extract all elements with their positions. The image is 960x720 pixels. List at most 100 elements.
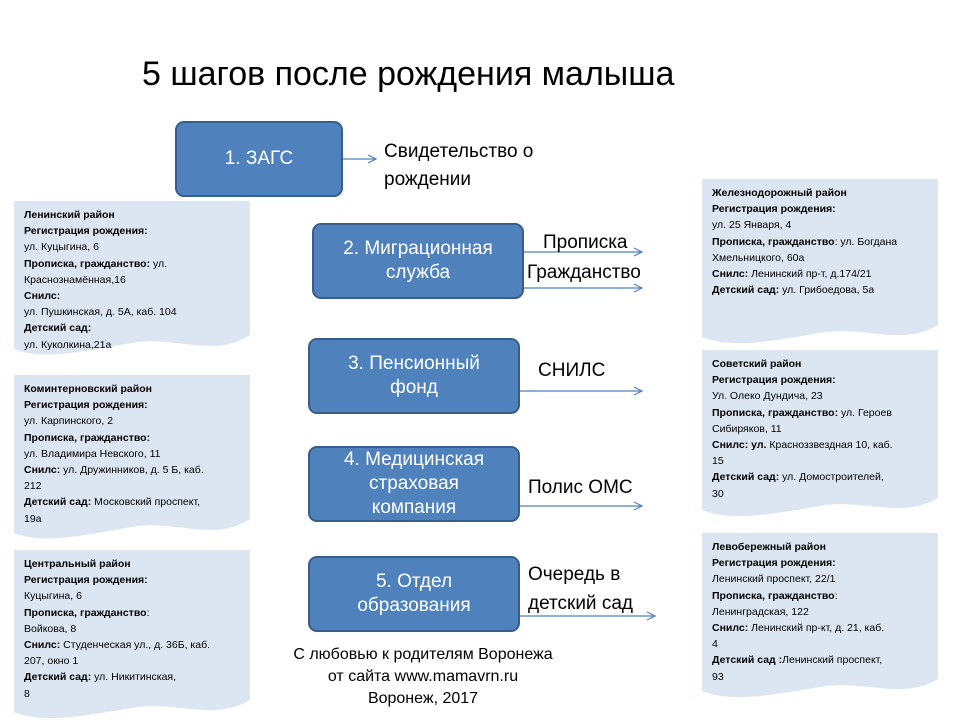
district-note-line: 4 [712,636,932,652]
note-label: Снилс: [24,639,61,652]
district-note-line: Снилс: Студенческая ул., д. 36Б, каб. [24,637,244,653]
district-note-line: 212 [24,478,244,494]
district-note-line: Регистрация рождения: [712,372,932,388]
district-note-line: Регистрация рождения: [24,572,244,588]
note-label: Детский сад: [24,496,92,509]
note-value: Войкова, 8 [24,622,77,635]
note-label: Железнодорожный район [712,187,847,199]
note-value: ул. [150,257,168,270]
district-note-line: Прописка, гражданство: ул. Героев [712,405,932,421]
district-note-line: ул. Пушкинская, д. 5А, каб. 104 [24,304,244,320]
note-value: Ленинский проспект, [782,654,883,667]
arrow-zags-line [343,154,378,164]
arrow-snils-line [520,386,644,396]
note-label: Ленинский район [24,209,115,221]
district-note-line: Снилс: Ленинский пр-т, д.174/21 [712,266,932,282]
note-shape [14,201,250,355]
result-kindergarten-queue: Очередь в детский сад [528,564,633,614]
district-note-line: ул. Карпинского, 2 [24,413,244,429]
district-note-line: Снилс: ул. Красноззвездная 10, каб. [712,437,932,453]
note-value: ул. Никитинская, [91,671,177,684]
note-shape [702,179,938,344]
step-medical-insurance[interactable]: 4. Медицинская страховая компания [308,446,520,522]
district-note-line: ул. Куцыгина, 6 [24,239,244,255]
note-label: Снилс: [712,622,749,635]
district-note-line: Левобережный район [712,539,932,555]
note-value: Красноззвездная 10, каб. [766,439,893,452]
note-value: ул. Карпинского, 2 [24,415,114,428]
footer-line-site: от сайта www.mamavrn.ru [327,668,519,685]
note-value: Куцыгина, 6 [24,590,82,603]
note-label: Регистрация рождения: [712,557,836,570]
district-note-line: Регистрация рождения: [24,223,244,239]
district-note-line: Регистрация рождения: [24,397,244,413]
district-note-line: Ул. Олеко Дундича, 23 [712,388,932,404]
note-value: Сибиряков, 11 [712,422,782,435]
district-note-line: 8 [24,686,244,702]
note-value: Ленинградская, 122 [712,605,809,618]
district-note-line: Ленинский проспект, 22/1 [712,571,932,587]
step-zags-label: 1. ЗАГС [224,148,294,169]
district-note-line: Коминтерновский район [24,381,244,397]
district-note-line: Прописка, гражданство: ул. Богдана [712,234,932,250]
note-value: ул. Куколкина,21а [24,338,112,351]
note-label: Прописка, гражданство [712,589,835,602]
footer-credits: С любовью к родителям Воронежа от сайта … [268,644,578,710]
district-note-line: Прописка, гражданство: [24,430,244,446]
district-note-line: Детский сад: [24,320,244,336]
result-birth-certificate: Свидетельство о рождении [384,141,534,190]
note-label: Детский сад: [24,671,92,684]
page-title: 5 шагов после рождения малыша [142,55,675,93]
note-value: Краснознамённая,16 [24,273,126,286]
arrow-oms-line [520,501,644,511]
note-value: Студенческая ул., д. 36Б, каб. [60,639,211,652]
note-shape [702,350,938,517]
district-note-line: Ленинградская, 122 [712,604,932,620]
note-value: 19а [24,512,42,525]
note-label: Детский сад: [24,322,92,335]
note-value: 4 [712,638,718,651]
step-education-department-label: 5. Отдел образования [357,571,471,616]
note-label: Регистрация рождения: [24,574,148,587]
note-value: ул. 25 Января, 4 [712,219,792,232]
note-value: Московский проспект, [91,496,201,509]
note-value: Ленинский пр-кт, д. 21, каб. [748,622,885,635]
step-zags[interactable]: 1. ЗАГС [175,121,343,197]
result-snils: СНИЛС [538,360,606,381]
step-education-department[interactable]: 5. Отдел образования [308,556,520,632]
note-label: Регистрация рождения: [712,374,836,387]
note-label: Детский сад: [712,471,780,484]
note-label: Снилс: [24,464,61,477]
footer-line-dedication: С любовью к родителям Воронежа [293,646,553,663]
step-pension-fund-label: 3. Пенсионный фонд [348,353,480,398]
district-note-line: Прописка, гражданство: [24,605,244,621]
note-shape [14,375,250,539]
note-value: Ленинский пр-т, д.174/21 [748,268,872,281]
note-label: Прописка, гражданство [24,606,147,619]
district-note-line: Краснознамённая,16 [24,272,244,288]
district-note-line: 15 [712,453,932,469]
district-note-line: Снилс: [24,288,244,304]
step-pension-fund[interactable]: 3. Пенсионный фонд [308,338,520,414]
note-value: 15 [712,455,724,468]
district-note-line: Хмельницкого, 60а [712,250,932,266]
district-note-line: Регистрация рождения: [712,201,932,217]
district-note-line: Детский сад: ул. Грибоедова, 5а [712,282,932,298]
district-note-line: Железнодорожный район [712,185,932,201]
note-value: : ул. Богдана [834,235,898,248]
step-migration-service[interactable]: 2. Миграционная служба [312,223,524,299]
district-note-line: ул. 25 Января, 4 [712,217,932,233]
note-value: 207, окно 1 [24,655,79,668]
note-value: ул. Героев [838,406,892,419]
note-shape [14,550,250,719]
district-note-line: Снилс: ул. Дружинников, д. 5 Б, каб. [24,462,244,478]
district-note-line: Снилс: Ленинский пр-кт, д. 21, каб. [712,620,932,636]
note-value: : [834,589,838,602]
